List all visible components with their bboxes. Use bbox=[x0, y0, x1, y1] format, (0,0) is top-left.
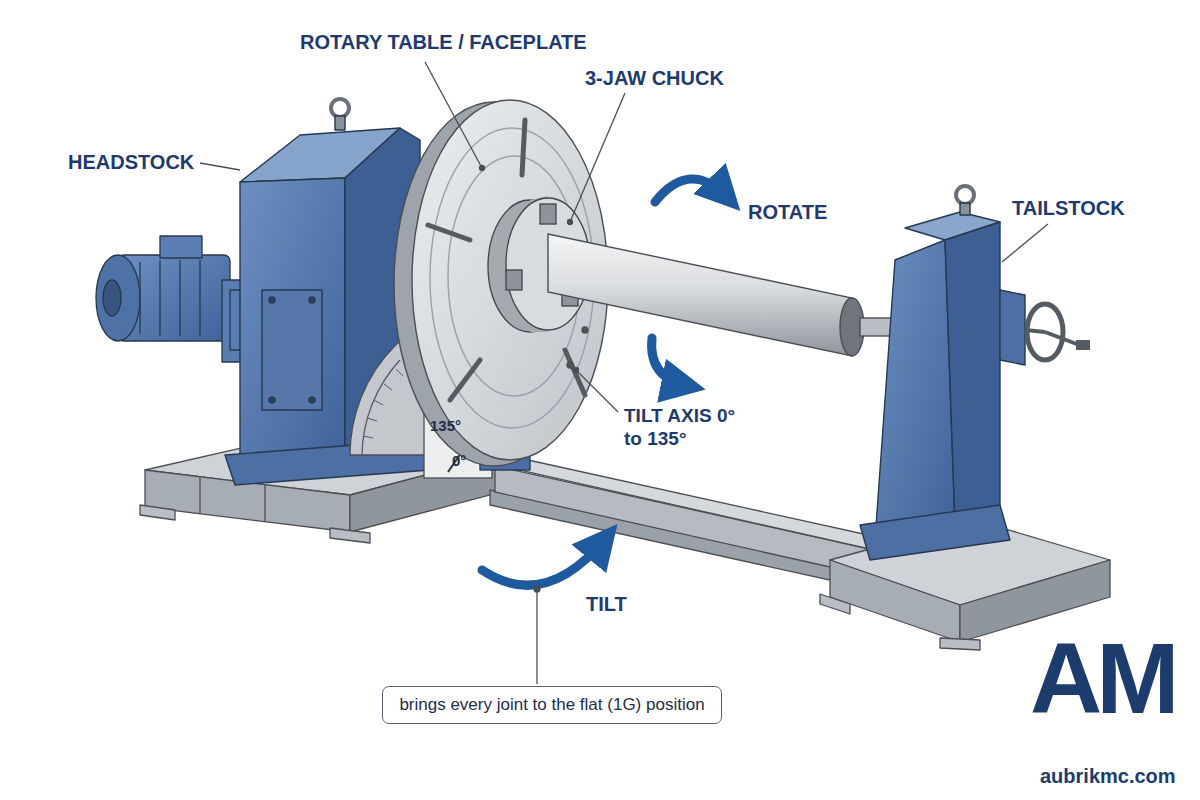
tilt-sector bbox=[384, 384, 392, 390]
leader-line bbox=[425, 62, 482, 168]
tailstock bbox=[945, 222, 1000, 525]
faceplate bbox=[522, 120, 525, 175]
tilt-sector bbox=[363, 436, 373, 438]
motor bbox=[159, 260, 160, 336]
leader-line bbox=[568, 220, 573, 225]
tailstock-base bbox=[820, 594, 850, 614]
workpiece-shaft bbox=[548, 234, 852, 356]
motor bbox=[96, 255, 140, 341]
tailstock bbox=[960, 203, 970, 215]
headstock-base bbox=[330, 528, 370, 543]
logo-backing bbox=[1020, 625, 1200, 800]
motion-label: ROTATE bbox=[748, 200, 827, 224]
note-box: brings every joint to the flat (1G) posi… bbox=[382, 686, 721, 724]
headstock-housing bbox=[335, 116, 345, 130]
tilt-sector bbox=[362, 360, 400, 455]
faceplate bbox=[450, 360, 480, 400]
part-label: HEADSTOCK bbox=[68, 150, 194, 174]
scale-mark: 0° bbox=[452, 452, 466, 470]
chuck bbox=[540, 204, 556, 224]
faceplate bbox=[565, 350, 585, 395]
leader-line bbox=[576, 370, 618, 412]
part-label: 3-JAW CHUCK bbox=[585, 66, 724, 90]
handwheel bbox=[1076, 340, 1090, 350]
headstock-housing bbox=[331, 99, 349, 117]
motion-label: TILT bbox=[586, 592, 627, 616]
tailstock bbox=[860, 186, 1025, 560]
i-beam bbox=[484, 456, 900, 550]
scale-mark: 135° bbox=[430, 417, 461, 435]
leader-line bbox=[534, 586, 540, 592]
handwheel bbox=[1025, 330, 1045, 332]
motor bbox=[103, 280, 121, 316]
motion-arrow bbox=[652, 338, 688, 386]
motion-arrow bbox=[482, 179, 728, 585]
motion-arrow bbox=[482, 538, 606, 585]
chuck bbox=[506, 270, 522, 290]
handwheel bbox=[1025, 304, 1090, 360]
motion-arrow bbox=[655, 179, 728, 202]
headstock-housing bbox=[262, 290, 322, 410]
leader-line bbox=[536, 589, 537, 684]
tilt-sector bbox=[362, 455, 372, 456]
tilt-sector bbox=[374, 400, 383, 405]
leader-line bbox=[574, 368, 579, 373]
logo-mark: AM bbox=[1030, 628, 1174, 728]
tailstock bbox=[1000, 290, 1025, 365]
faceplate bbox=[567, 362, 573, 368]
motor bbox=[160, 236, 202, 258]
axis-label: TILT AXIS 0° to 135° bbox=[624, 405, 736, 451]
headstock-housing bbox=[269, 297, 275, 303]
i-beam bbox=[495, 466, 875, 577]
note-text: brings every joint to the flat (1G) posi… bbox=[399, 695, 704, 715]
motor bbox=[179, 260, 180, 336]
leader-line bbox=[200, 62, 1048, 684]
motor bbox=[139, 262, 140, 334]
tailstock bbox=[860, 505, 1010, 560]
tilt-sector bbox=[362, 369, 403, 455]
faceplate bbox=[582, 327, 588, 333]
leader-line bbox=[1002, 224, 1048, 262]
tilt-sector bbox=[367, 418, 377, 421]
headstock-base bbox=[264, 485, 265, 522]
leader-line bbox=[480, 166, 485, 171]
part-label: TAILSTOCK bbox=[1012, 196, 1125, 220]
tailstock-base bbox=[830, 560, 960, 642]
tailstock-base bbox=[940, 638, 980, 650]
headstock-base bbox=[199, 477, 200, 514]
workpiece-shaft bbox=[548, 234, 900, 356]
part-label: ROTARY TABLE / FACEPLATE bbox=[300, 30, 587, 54]
headstock-housing bbox=[240, 178, 345, 470]
logo-text: aubrikmc.com bbox=[1040, 764, 1176, 788]
headstock-housing bbox=[309, 397, 315, 403]
motor bbox=[199, 260, 200, 336]
tilt-sector bbox=[396, 369, 403, 376]
leader-line bbox=[200, 163, 240, 170]
faceplate bbox=[428, 225, 470, 240]
tailstock bbox=[956, 186, 974, 204]
leader-line bbox=[570, 93, 625, 222]
headstock-housing bbox=[309, 297, 315, 303]
headstock-base bbox=[140, 505, 175, 520]
headstock-housing bbox=[269, 397, 275, 403]
tailstock bbox=[875, 240, 955, 540]
